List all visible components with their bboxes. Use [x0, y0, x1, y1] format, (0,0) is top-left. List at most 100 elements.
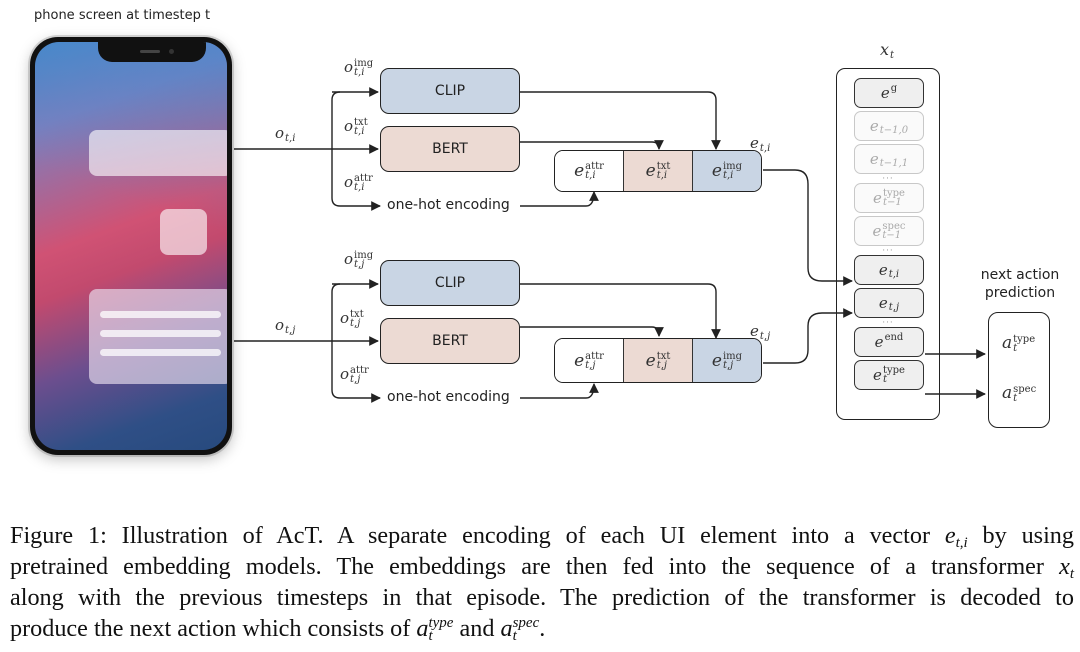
math-base: e	[880, 84, 890, 102]
caption-line: pretrained embedding models. The embeddi…	[10, 553, 1074, 583]
math-sub: t	[1013, 392, 1018, 404]
label-o-ti: o t,i	[275, 124, 295, 144]
phone-mockup	[30, 37, 232, 455]
math-base: a	[416, 615, 429, 642]
label-x-t: x t	[880, 40, 894, 60]
math-base: e	[645, 350, 656, 371]
math-base: a	[1002, 383, 1013, 403]
caption-line: along with the previous timesteps in tha…	[10, 584, 1074, 611]
math-sub: t,j	[350, 374, 361, 385]
label-o-tj: o t,j	[275, 316, 295, 336]
sequence-ellipsis: ···	[882, 318, 894, 328]
math-sup: end	[884, 332, 904, 343]
math-sub	[885, 342, 904, 351]
math-sup: spec	[512, 615, 540, 632]
caption-math: e t,i	[944, 522, 968, 551]
math-sup: attr	[354, 173, 373, 184]
math-base: x	[880, 40, 890, 59]
math-sub: t,i	[354, 67, 365, 78]
bert-encoder-j: BERT	[380, 318, 520, 364]
math-sub: t−1,1	[879, 158, 909, 169]
math-sub: t,i	[585, 170, 596, 181]
figure-caption: Figure 1: Illustration of AcT. A separat…	[10, 520, 1074, 644]
wire-split-i	[331, 91, 381, 211]
sequence-ellipsis: ···	[882, 246, 894, 256]
math-base: o	[344, 173, 354, 191]
math-sup: attr	[585, 161, 604, 172]
math-base: e	[574, 161, 585, 181]
next-action-prediction-title: next action prediction	[980, 267, 1060, 301]
math-base: e	[873, 189, 882, 207]
math-base: e	[878, 261, 888, 279]
math-sub: t,i	[759, 143, 771, 154]
math-sub: t,i	[354, 126, 365, 137]
caption-math: x t	[1059, 553, 1074, 583]
math-sub: t,i	[888, 269, 900, 280]
math-sub: t−1,0	[879, 125, 909, 136]
math-base: o	[344, 58, 354, 76]
math-sup: img	[722, 161, 743, 172]
sequence-token: e t,j	[854, 288, 924, 318]
wire-clip-to-img-j	[520, 283, 721, 339]
math-base: e	[944, 522, 956, 549]
math-sup: img	[354, 250, 374, 261]
math-sub: t,i	[656, 170, 668, 181]
wire-vec-i-to-seq	[763, 169, 853, 286]
wire-onehot-to-attr-j	[520, 383, 599, 399]
math-base: e	[750, 134, 759, 152]
math-sup: txt	[656, 161, 671, 172]
phone-title: phone screen at timestep t	[34, 8, 211, 23]
sequence-token: e t−1,0	[854, 111, 924, 141]
math-sub: t−1	[882, 230, 902, 241]
math-sup: img	[722, 350, 743, 362]
math-sub: t,i	[722, 170, 734, 181]
math-sub: t	[882, 374, 887, 385]
math-sub: t	[1069, 566, 1074, 583]
math-sup: type	[882, 365, 905, 376]
math-base: o	[275, 316, 285, 334]
math-base: e	[645, 161, 656, 181]
math-sub: t,j	[354, 259, 365, 270]
math-base: e	[874, 333, 884, 351]
math-sup: txt	[354, 117, 368, 128]
wire-clip-to-img-i	[520, 91, 721, 150]
math-base: a	[500, 615, 513, 642]
bert-encoder-i: BERT	[380, 126, 520, 172]
math-sub: t,j	[722, 359, 734, 371]
math-sub: t,j	[585, 359, 596, 371]
math-sub	[891, 93, 897, 102]
math-sup: spec	[1013, 383, 1037, 395]
wire-bert-to-txt-i	[520, 140, 664, 150]
wire-onehot-to-attr-i	[520, 191, 599, 207]
math-sup: spec	[882, 221, 906, 232]
math-base: o	[275, 124, 285, 142]
math-sup: img	[354, 58, 374, 69]
math-sub: t	[1013, 342, 1018, 354]
ui-element-i	[89, 130, 227, 176]
clip-encoder-j: CLIP	[380, 260, 520, 306]
math-base: o	[340, 365, 350, 383]
ui-element-small	[160, 209, 207, 255]
math-sub: t−1	[882, 197, 902, 208]
sequence-token: e t−1,1	[854, 144, 924, 174]
math-base: e	[750, 322, 759, 340]
